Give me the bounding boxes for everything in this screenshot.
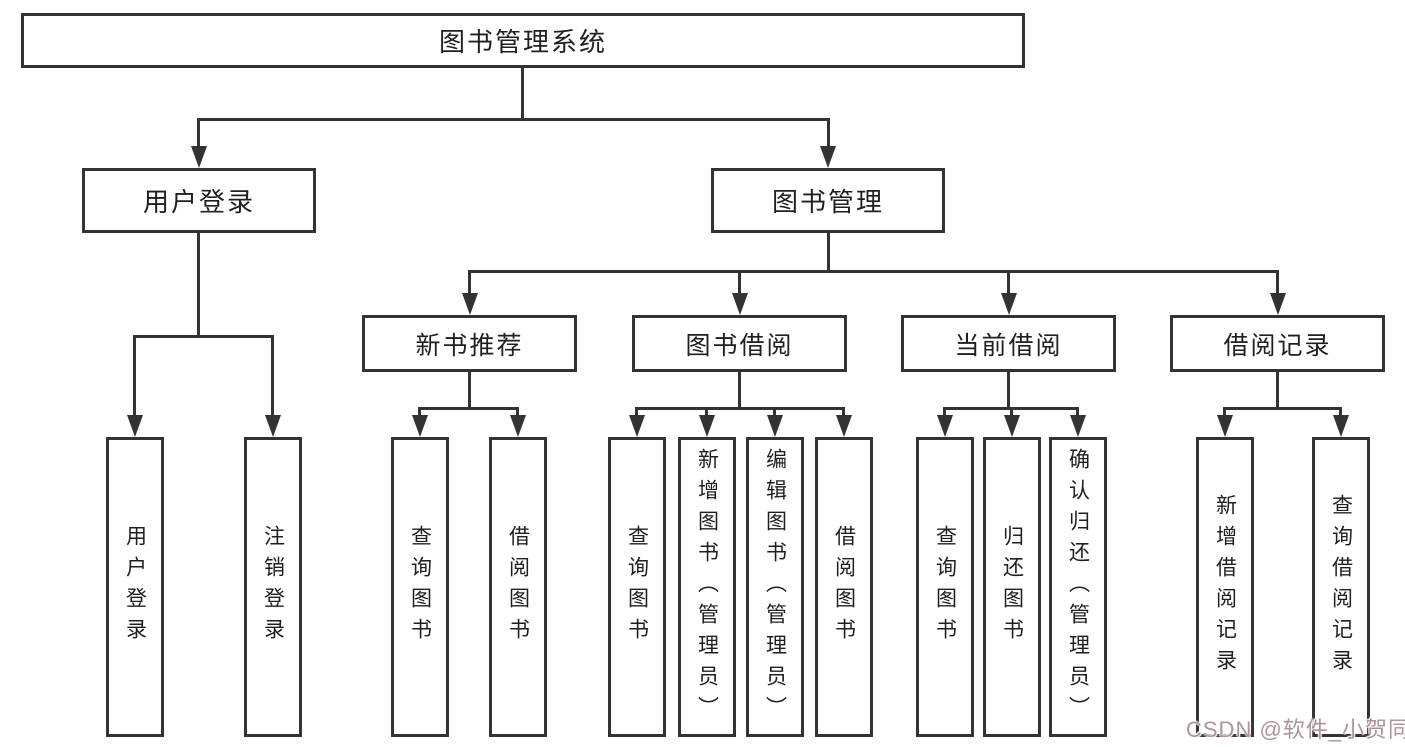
node-label: 查询图书 xyxy=(625,525,649,649)
node-label: 归还图书 xyxy=(1000,525,1024,649)
node-library-management-system: 图书管理系统 xyxy=(21,13,1025,68)
node-label: 新增图书（管理员） xyxy=(695,447,719,727)
connector-vline xyxy=(943,407,946,419)
connector-vline xyxy=(635,407,638,419)
arrowhead-down-icon xyxy=(1270,293,1286,315)
connector-vline xyxy=(197,118,200,148)
arrowhead-down-icon xyxy=(412,415,428,437)
connector-vline xyxy=(1339,407,1342,419)
node-label: 注销登录 xyxy=(261,525,285,649)
arrowhead-down-icon xyxy=(1070,415,1086,437)
leaf-borrow-books: 借阅图书 xyxy=(815,437,873,737)
connector-hline xyxy=(468,270,1279,273)
connector-vline xyxy=(521,68,524,118)
node-user-login: 用户登录 xyxy=(82,168,316,233)
leaf-add-books-admin: 新增图书（管理员） xyxy=(678,437,736,737)
arrowhead-down-icon xyxy=(732,293,748,315)
connector-vline xyxy=(1276,372,1279,407)
arrowhead-down-icon xyxy=(1333,415,1349,437)
node-label: 查询图书 xyxy=(408,525,432,649)
leaf-logout-login: 注销登录 xyxy=(244,437,302,737)
arrowhead-down-icon xyxy=(820,146,836,168)
leaf-confirm-return-admin: 确认归还（管理员） xyxy=(1049,437,1107,737)
node-label: 图书管理 xyxy=(771,187,884,217)
node-new-book-recommend: 新书推荐 xyxy=(362,315,577,372)
connector-vline xyxy=(738,372,741,407)
connector-hline xyxy=(1223,407,1342,410)
csdn-watermark: CSDN @软件_小贺同学 xyxy=(1186,717,1405,742)
leaf-return-books: 归还图书 xyxy=(983,437,1041,737)
node-label: 确认归还（管理员） xyxy=(1066,447,1090,727)
arrowhead-down-icon xyxy=(767,415,783,437)
node-label: 编辑图书（管理员） xyxy=(763,447,787,727)
leaf-edit-books-admin: 编辑图书（管理员） xyxy=(746,437,804,737)
connector-vline xyxy=(827,233,830,270)
node-label: 借阅记录 xyxy=(1223,331,1332,360)
connector-vline xyxy=(738,270,741,295)
leaf-query-books: 查询图书 xyxy=(391,437,449,737)
leaf-borrow-books: 借阅图书 xyxy=(489,437,547,737)
node-label: 查询图书 xyxy=(933,525,957,649)
leaf-query-borrow-record: 查询借阅记录 xyxy=(1312,437,1370,737)
connector-hline xyxy=(418,407,519,410)
node-label: 当前借阅 xyxy=(954,331,1063,360)
connector-vline xyxy=(842,407,845,419)
node-label: 借阅图书 xyxy=(506,525,530,649)
leaf-user-login: 用户登录 xyxy=(106,437,164,737)
connector-vline xyxy=(468,270,471,295)
leaf-query-books: 查询图书 xyxy=(608,437,666,737)
connector-vline xyxy=(773,407,776,419)
arrowhead-down-icon xyxy=(1001,293,1017,315)
node-label: 新增借阅记录 xyxy=(1213,494,1237,680)
node-label: 借阅图书 xyxy=(832,525,856,649)
node-label: 图书管理系统 xyxy=(438,27,607,57)
arrowhead-down-icon xyxy=(265,415,281,437)
arrowhead-down-icon xyxy=(629,415,645,437)
connector-vline xyxy=(271,335,274,417)
arrowhead-down-icon xyxy=(462,293,478,315)
arrowhead-down-icon xyxy=(127,415,143,437)
connector-hline xyxy=(635,407,845,410)
connector-vline xyxy=(418,407,421,419)
connector-vline xyxy=(1276,270,1279,295)
connector-vline xyxy=(1010,407,1013,419)
connector-vline xyxy=(133,335,136,417)
connector-vline xyxy=(197,233,200,335)
node-label: 新书推荐 xyxy=(415,331,524,360)
connector-vline xyxy=(1076,407,1079,419)
connector-vline xyxy=(468,372,471,407)
node-current-borrowing: 当前借阅 xyxy=(901,315,1116,372)
node-label: 用户登录 xyxy=(142,187,255,217)
arrowhead-down-icon xyxy=(1004,415,1020,437)
connector-vline xyxy=(1223,407,1226,419)
arrowhead-down-icon xyxy=(1217,415,1233,437)
connector-hline xyxy=(197,118,830,121)
connector-vline xyxy=(827,118,830,148)
arrowhead-down-icon xyxy=(699,415,715,437)
node-label: 图书借阅 xyxy=(685,331,794,360)
node-borrowing-records: 借阅记录 xyxy=(1170,315,1385,372)
arrowhead-down-icon xyxy=(510,415,526,437)
arrowhead-down-icon xyxy=(836,415,852,437)
leaf-query-books: 查询图书 xyxy=(916,437,974,737)
node-book-borrowing: 图书借阅 xyxy=(632,315,847,372)
connector-vline xyxy=(705,407,708,419)
arrowhead-down-icon xyxy=(937,415,953,437)
connector-vline xyxy=(516,407,519,419)
connector-vline xyxy=(1007,270,1010,295)
connector-vline xyxy=(1007,372,1010,407)
node-book-management: 图书管理 xyxy=(711,168,945,233)
node-label: 查询借阅记录 xyxy=(1329,494,1353,680)
connector-hline xyxy=(133,335,274,338)
node-label: 用户登录 xyxy=(123,525,147,649)
leaf-add-borrow-record: 新增借阅记录 xyxy=(1196,437,1254,737)
arrowhead-down-icon xyxy=(191,146,207,168)
